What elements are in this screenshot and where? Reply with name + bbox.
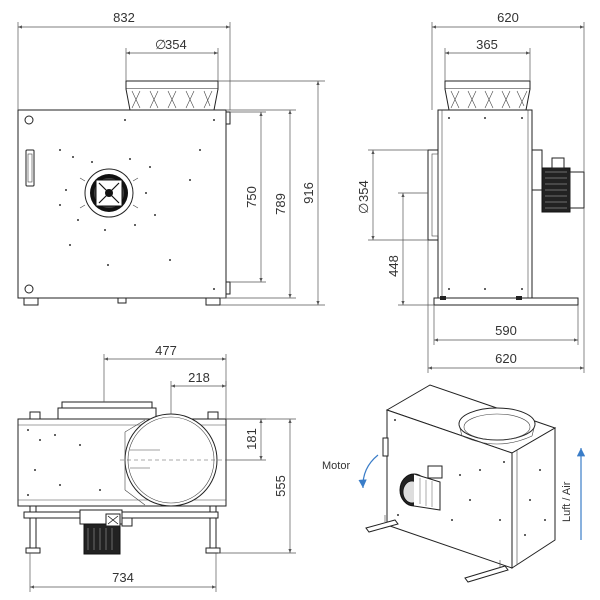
iso-rail [365,519,399,533]
side-view: 620 365 ∅ 354 448 590 620 [356,10,585,373]
iso-rail [464,565,509,583]
dim-offset-218: 218 [188,370,210,385]
dim-width-620-top: 620 [497,10,519,25]
diameter-symbol: ∅ [155,37,166,52]
dim-depth-555: 555 [273,475,288,497]
foot [23,297,39,306]
motor-label: Motor [322,460,350,472]
top-motor [79,509,133,555]
dim-base-620: 620 [495,351,517,366]
dim-opening-181: 181 [244,428,259,450]
side-housing [437,109,533,299]
diameter-symbol: ∅ [356,203,371,214]
door-handle [25,149,35,187]
dim-base-590: 590 [495,323,517,338]
iso-handle [382,437,389,457]
dim-outlet-448: 448 [386,255,401,277]
side-outlet-flange [427,149,439,241]
corner-hole [24,284,34,294]
dim-width-832: 832 [113,10,135,25]
front-view: 832 ∅ 354 750 789 916 [17,10,325,306]
dim-length-734: 734 [112,570,134,585]
dim-height-750: 750 [244,186,259,208]
iso-inlet-ring [458,407,536,445]
foot [205,297,221,306]
air-label: Luft / Air [561,481,573,522]
iso-side-face [511,427,556,569]
iso-view: Motor Luft / Air [322,384,586,583]
side-inlet-collar [444,80,531,111]
side-base-rail [433,297,579,306]
dim-inlet-354: 354 [165,37,187,52]
rotation-arrow [358,454,379,489]
front-inlet-collar [125,80,219,111]
dim-height-789: 789 [273,193,288,215]
dim-inlet-365: 365 [476,37,498,52]
dim-offset-477: 477 [155,343,177,358]
side-motor [531,149,585,213]
dim-outlet-354: 354 [356,180,371,202]
top-view: 477 218 181 555 734 [17,343,296,592]
iso-motor [399,465,443,511]
front-motor [79,168,139,218]
foot [117,297,127,304]
front-rivets [59,119,215,290]
corner-hole [24,115,34,125]
dim-height-916: 916 [301,182,316,204]
top-inlet-flange [61,401,153,409]
